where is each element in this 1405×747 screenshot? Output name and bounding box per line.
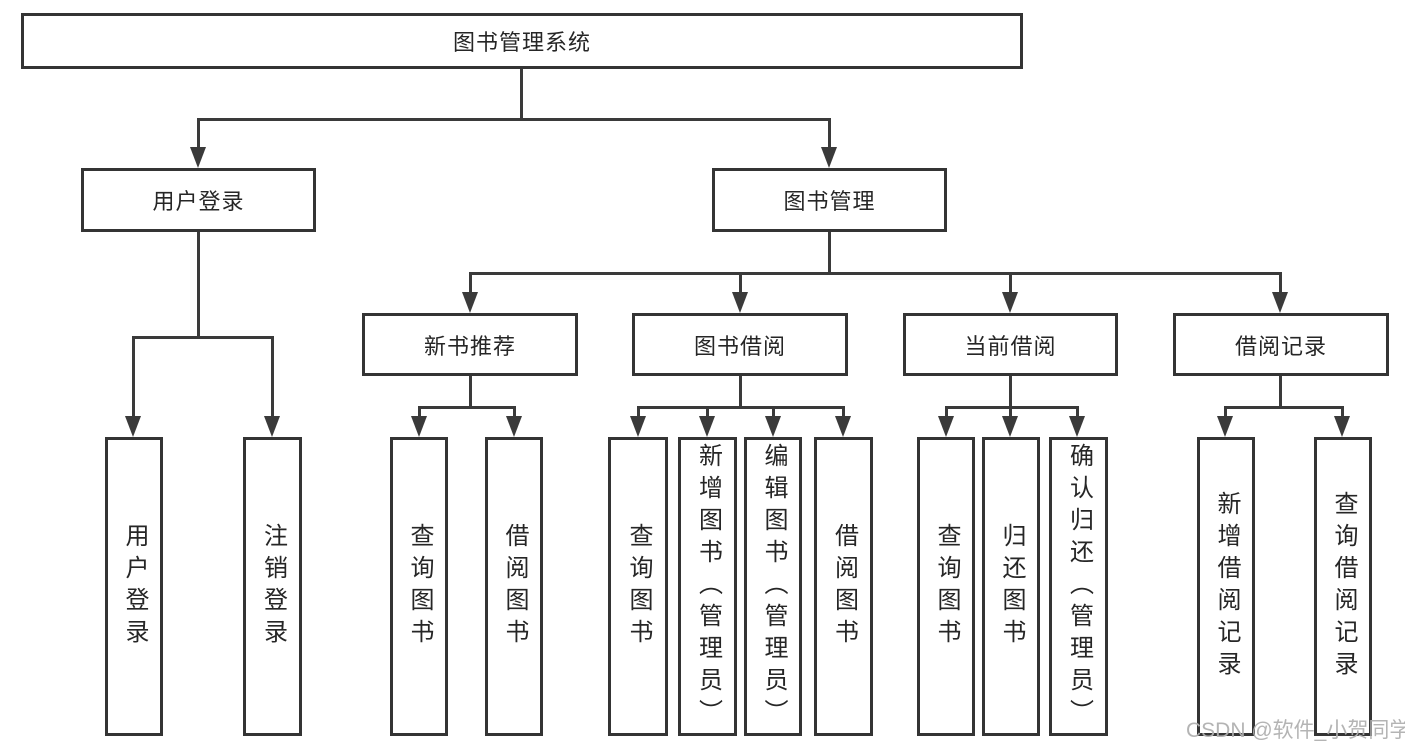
connector-line: [197, 232, 200, 336]
connector-line: [132, 336, 135, 416]
connector-line: [842, 406, 845, 417]
connector-line: [1279, 376, 1282, 406]
connector-line: [1076, 406, 1079, 417]
arrow-down-icon: [1334, 416, 1350, 437]
leaf-query-books-borrowing: 查询图书: [608, 437, 668, 736]
connector-line: [1279, 272, 1282, 292]
leaf-return-books: 归还图书: [982, 437, 1040, 736]
connector-line: [945, 406, 1079, 409]
connector-line: [197, 118, 200, 147]
connector-line: [828, 118, 831, 147]
connector-line: [271, 336, 274, 416]
connector-line: [1224, 406, 1227, 417]
leaf-label: 新增借阅记录: [1213, 490, 1240, 683]
node-label: 图书管理系统: [452, 30, 591, 55]
leaf-query-books-current: 查询图书: [917, 437, 975, 736]
leaf-add-borrow-record: 新增借阅记录: [1197, 437, 1255, 736]
leaf-borrow-books-recommendation: 借阅图书: [485, 437, 543, 736]
arrow-down-icon: [1002, 292, 1018, 313]
node-label: 用户登录: [152, 189, 245, 214]
leaf-borrow-books-borrowing: 借阅图书: [814, 437, 873, 736]
leaf-confirm-return-admin: 确认归还（管理员）: [1049, 437, 1108, 736]
arrow-down-icon: [125, 416, 141, 437]
connector-line: [418, 406, 515, 409]
leaf-label: 新增图书（管理员）: [694, 442, 722, 731]
leaf-label: 归还图书: [998, 522, 1025, 651]
arrow-down-icon: [938, 416, 954, 437]
node-library-management-system: 图书管理系统: [21, 13, 1023, 69]
leaf-label: 借阅图书: [830, 522, 858, 651]
leaf-label: 查询图书: [933, 522, 960, 651]
leaf-label: 用户登录: [121, 522, 148, 651]
connector-line: [739, 272, 742, 292]
connector-line: [520, 69, 523, 119]
watermark-text: CSDN @软件_小贺同学: [1186, 719, 1405, 742]
leaf-query-books-recommendation: 查询图书: [390, 437, 448, 736]
leaf-label: 确认归还（管理员）: [1065, 442, 1093, 731]
leaf-edit-books-admin: 编辑图书（管理员）: [744, 437, 802, 736]
connector-line: [469, 376, 472, 406]
connector-line: [1224, 406, 1344, 409]
connector-line: [1009, 272, 1012, 292]
arrow-down-icon: [835, 416, 851, 437]
connector-line: [469, 272, 1282, 275]
connector-line: [772, 406, 775, 417]
connector-line: [1341, 406, 1344, 417]
node-label: 新书推荐: [423, 333, 516, 359]
arrow-down-icon: [765, 416, 781, 437]
arrow-down-icon: [821, 147, 837, 168]
connector-line: [1009, 406, 1012, 417]
node-label: 借阅记录: [1234, 333, 1327, 359]
node-new-book-recommendation: 新书推荐: [362, 313, 578, 376]
connector-line: [132, 336, 274, 339]
connector-line: [706, 406, 709, 417]
leaf-label: 查询借阅记录: [1330, 490, 1357, 683]
arrow-down-icon: [630, 416, 646, 437]
connector-line: [828, 232, 831, 272]
arrow-down-icon: [190, 147, 206, 168]
arrow-down-icon: [1069, 416, 1085, 437]
leaf-label: 编辑图书（管理员）: [760, 442, 787, 731]
node-borrowing-records: 借阅记录: [1173, 313, 1389, 376]
connector-line: [418, 406, 421, 417]
leaf-label: 借阅图书: [501, 522, 528, 651]
connector-line: [945, 406, 948, 417]
connector-line: [637, 406, 845, 409]
arrow-down-icon: [732, 292, 748, 313]
arrow-down-icon: [506, 416, 522, 437]
leaf-logout: 注销登录: [243, 437, 302, 736]
arrow-down-icon: [462, 292, 478, 313]
connector-line: [513, 406, 516, 417]
leaf-label: 查询图书: [406, 522, 433, 651]
leaf-add-books-admin: 新增图书（管理员）: [678, 437, 737, 736]
connector-line: [1009, 376, 1012, 406]
node-label: 图书借阅: [693, 333, 786, 359]
arrow-down-icon: [411, 416, 427, 437]
connector-line: [637, 406, 640, 417]
leaf-label: 注销登录: [259, 522, 287, 651]
connector-line: [739, 376, 742, 406]
node-label: 当前借阅: [964, 333, 1057, 359]
node-user-login: 用户登录: [81, 168, 316, 232]
node-book-borrowing: 图书借阅: [632, 313, 848, 376]
connector-line: [197, 118, 831, 121]
arrow-down-icon: [1217, 416, 1233, 437]
arrow-down-icon: [699, 416, 715, 437]
node-current-borrowing: 当前借阅: [903, 313, 1118, 376]
arrow-down-icon: [1272, 292, 1288, 313]
node-label: 图书管理: [783, 189, 876, 214]
arrow-down-icon: [1002, 416, 1018, 437]
leaf-query-borrow-record: 查询借阅记录: [1314, 437, 1372, 736]
connector-line: [469, 272, 472, 292]
node-book-management: 图书管理: [712, 168, 947, 232]
leaf-label: 查询图书: [625, 522, 652, 651]
arrow-down-icon: [264, 416, 280, 437]
leaf-user-login: 用户登录: [105, 437, 163, 736]
